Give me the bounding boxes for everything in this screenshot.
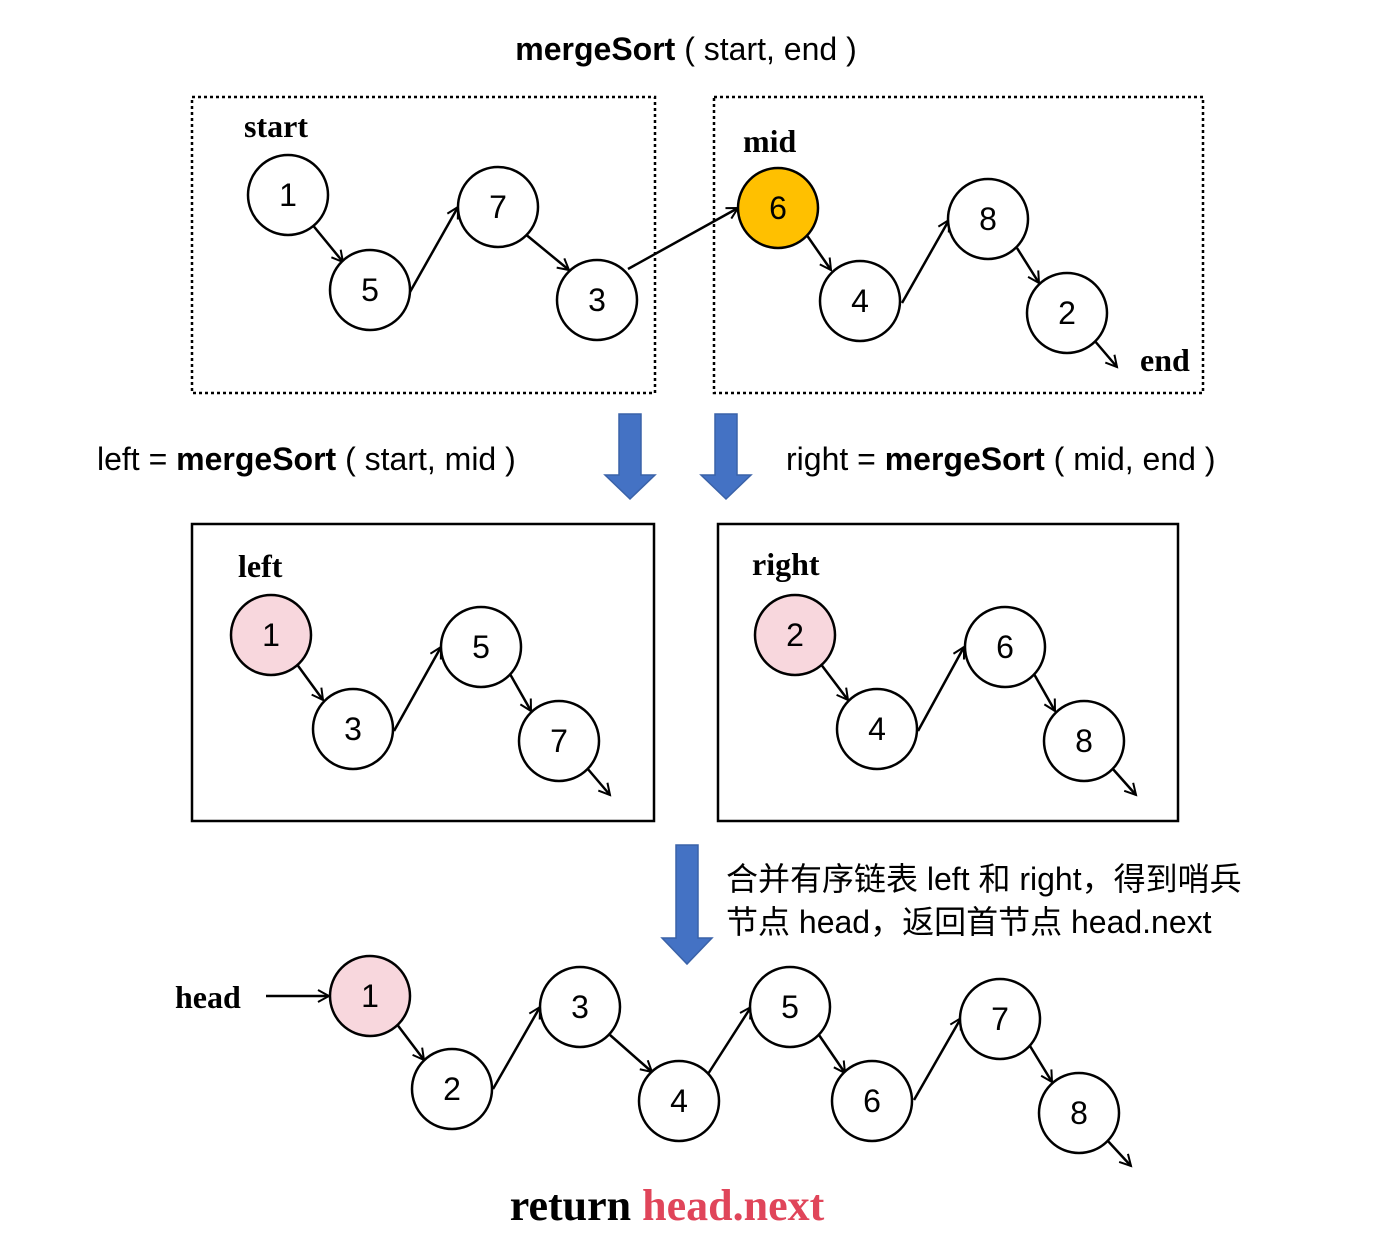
- svg-text:3: 3: [588, 282, 606, 318]
- list-node: 7: [456, 165, 540, 249]
- edge-m-4-5: [706, 1007, 751, 1075]
- svg-text:6: 6: [863, 1083, 881, 1119]
- edge-m-5-6: [817, 1034, 845, 1073]
- list-node: 4: [818, 259, 902, 343]
- down-arrow-right: [699, 413, 753, 501]
- list-node: 7: [958, 977, 1042, 1061]
- result-head-node: 1: [328, 954, 412, 1038]
- merge-note-line2: 节点 head，返回首节点 head.next: [726, 904, 1212, 940]
- edge-8-2: [1015, 247, 1039, 283]
- edge-l-1-3: [294, 662, 323, 700]
- list-node: 8: [1037, 1071, 1121, 1155]
- edge-r-6-8: [1032, 673, 1057, 711]
- mid-node: 6: [736, 166, 820, 250]
- list-node: 2: [1025, 271, 1109, 355]
- edge-l-3-5: [392, 647, 443, 732]
- edge-3-6: [627, 206, 738, 271]
- list-node: 4: [637, 1059, 721, 1143]
- svg-text:6: 6: [769, 190, 787, 226]
- return-statement: return head.next: [510, 1181, 825, 1230]
- edge-r-4-6: [916, 647, 966, 732]
- right-box: [716, 522, 1180, 823]
- svg-text:5: 5: [781, 989, 799, 1025]
- list-node: 3: [555, 258, 639, 342]
- svg-text:7: 7: [489, 189, 507, 225]
- list-node: 5: [748, 965, 832, 1049]
- edge-m-8-end: [1106, 1139, 1131, 1166]
- end-label: end: [1140, 342, 1190, 378]
- edge-1-5: [310, 222, 343, 262]
- edge-l-5-7: [508, 673, 533, 711]
- top-call-title: mergeSort ( start, end ): [515, 31, 856, 67]
- left-call: left = mergeSort ( start, mid ): [97, 441, 516, 477]
- list-node: 8: [1042, 699, 1126, 783]
- list-node: 2: [410, 1047, 494, 1131]
- edge-5-7: [408, 207, 460, 293]
- edge-r-8-end: [1111, 767, 1136, 795]
- head-label: head: [175, 979, 241, 1015]
- svg-text:6: 6: [996, 629, 1014, 665]
- merge-note-line1: 合并有序链表 left 和 right，得到哨兵: [726, 861, 1242, 897]
- list-node: 6: [963, 605, 1047, 689]
- down-arrow-merge: [660, 844, 714, 966]
- edge-m-1-2: [395, 1022, 424, 1060]
- svg-text:8: 8: [1070, 1095, 1088, 1131]
- svg-text:2: 2: [786, 617, 804, 653]
- svg-text:7: 7: [991, 1001, 1009, 1037]
- svg-text:2: 2: [1058, 295, 1076, 331]
- list-node: 4: [835, 687, 919, 771]
- svg-text:3: 3: [344, 711, 362, 747]
- right-call: right = mergeSort ( mid, end ): [786, 441, 1215, 477]
- list-node: 1: [246, 153, 330, 237]
- svg-text:1: 1: [262, 617, 280, 653]
- edge-6-4: [804, 233, 831, 270]
- svg-text:4: 4: [670, 1083, 688, 1119]
- list-node: 3: [311, 687, 395, 771]
- edge-7-3: [523, 232, 569, 270]
- svg-text:7: 7: [550, 723, 568, 759]
- edge-2-end: [1093, 339, 1117, 367]
- svg-text:8: 8: [979, 201, 997, 237]
- svg-text:8: 8: [1075, 723, 1093, 759]
- list-node: 5: [439, 605, 523, 689]
- edge-4-8: [900, 220, 951, 304]
- svg-text:4: 4: [868, 711, 886, 747]
- list-node: 8: [946, 177, 1030, 261]
- svg-text:5: 5: [472, 629, 490, 665]
- edge-l-7-end: [586, 767, 610, 795]
- right-label: right: [752, 546, 820, 582]
- mid-label: mid: [743, 123, 797, 159]
- top-left-box: [190, 95, 657, 395]
- edge-m-3-4: [609, 1034, 652, 1072]
- edge-r-2-4: [819, 662, 848, 700]
- list-node: 6: [830, 1059, 914, 1143]
- list-node: 7: [517, 699, 601, 783]
- right-head-node: 2: [753, 593, 837, 677]
- list-node: 5: [328, 248, 412, 332]
- svg-text:3: 3: [571, 989, 589, 1025]
- left-label: left: [238, 548, 283, 584]
- top-right-box: [712, 95, 1205, 395]
- start-label: start: [244, 108, 308, 144]
- list-node: 3: [538, 965, 622, 1049]
- left-box: [190, 522, 656, 823]
- svg-text:5: 5: [361, 272, 379, 308]
- svg-text:1: 1: [361, 978, 379, 1014]
- edge-m-7-8: [1028, 1045, 1052, 1082]
- svg-text:1: 1: [279, 177, 297, 213]
- down-arrow-left: [603, 413, 657, 501]
- edge-m-6-7: [912, 1018, 963, 1101]
- svg-text:4: 4: [851, 283, 869, 319]
- left-head-node: 1: [229, 593, 313, 677]
- svg-text:2: 2: [443, 1071, 461, 1107]
- edge-m-2-3: [491, 1007, 542, 1090]
